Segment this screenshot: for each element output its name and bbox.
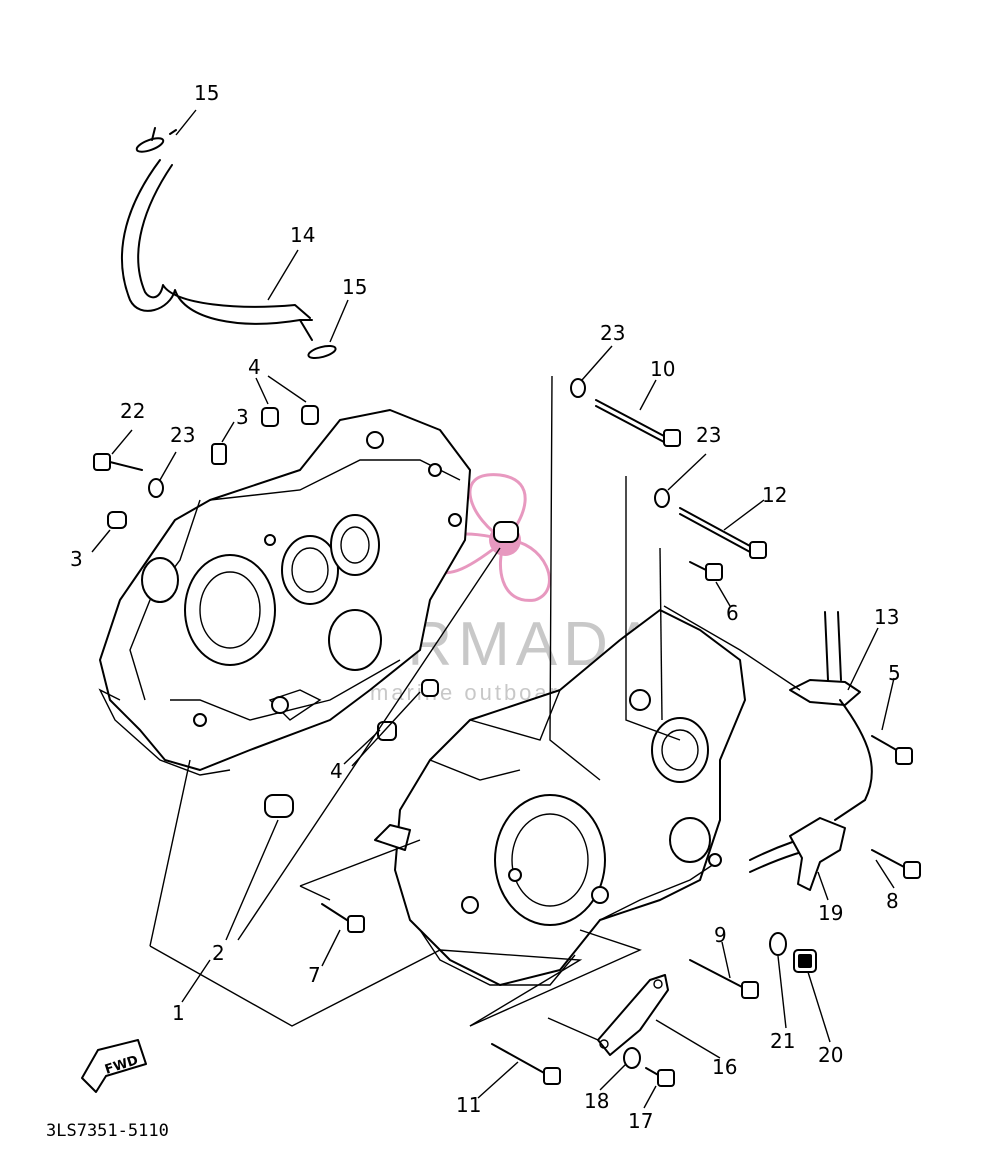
- callout-9: 9: [714, 923, 727, 947]
- hose-clip-lower: [307, 344, 337, 360]
- callout-8: 8: [886, 889, 899, 913]
- callout-4-upper: 4: [248, 355, 261, 379]
- plate-16: [597, 974, 669, 1056]
- callout-23-left: 23: [170, 423, 195, 447]
- callout-21: 21: [770, 1029, 795, 1053]
- bolt-8: [871, 849, 921, 879]
- washer-18: [623, 1047, 641, 1069]
- collar-4d: [421, 679, 439, 697]
- callout-23-mid: 23: [696, 423, 721, 447]
- callout-7: 7: [308, 963, 321, 987]
- callout-12: 12: [762, 483, 787, 507]
- washer-23b: [570, 378, 586, 398]
- plug-3b: [107, 511, 127, 529]
- crankcase-left-half: [98, 409, 471, 776]
- callout-17: 17: [628, 1109, 653, 1133]
- washer-23c: [654, 488, 670, 508]
- callout-1: 1: [172, 1001, 185, 1025]
- callout-4-lower: 4: [330, 759, 343, 783]
- callout-20: 20: [818, 1043, 843, 1067]
- bolt-9: [689, 959, 759, 999]
- callout-15-lower: 15: [342, 275, 367, 299]
- callout-22: 22: [120, 399, 145, 423]
- dowel-pin-upper: [493, 521, 519, 543]
- plug-20: [793, 949, 817, 973]
- fwd-arrow-icon: FWD: [81, 1039, 147, 1093]
- bolt-17: [645, 1067, 675, 1087]
- bolt-6: [689, 561, 723, 581]
- collar-4b: [301, 405, 319, 425]
- breather-hose: [121, 159, 313, 341]
- bolt-22: [93, 453, 143, 471]
- callout-labels: 15 14 15 4 22 3 23 3 23 10 23 12 6 13 5 …: [70, 81, 901, 1133]
- callout-2: 2: [212, 941, 225, 965]
- washer-23a: [148, 478, 164, 498]
- plug-3a: [211, 443, 227, 465]
- callout-16: 16: [712, 1055, 737, 1079]
- callout-18: 18: [584, 1089, 609, 1113]
- bolt-5: [871, 735, 913, 765]
- dowel-pin-front: [264, 794, 294, 818]
- assembly-guide-lines: [299, 375, 801, 1041]
- callout-11: 11: [456, 1093, 481, 1117]
- callout-10: 10: [650, 357, 675, 381]
- collar-4a: [261, 407, 279, 427]
- callout-13: 13: [874, 605, 899, 629]
- bolt-11: [491, 1043, 561, 1085]
- callout-5: 5: [888, 661, 901, 685]
- callout-3-left: 3: [70, 547, 83, 571]
- hose-clip-upper: [135, 127, 177, 153]
- leader-lines: [91, 109, 895, 1109]
- callout-14: 14: [290, 223, 315, 247]
- callout-23-top: 23: [600, 321, 625, 345]
- callout-15-upper: 15: [194, 81, 219, 105]
- bolt-7: [321, 903, 365, 933]
- callout-6: 6: [726, 601, 739, 625]
- bolt-12: [679, 507, 767, 559]
- callout-19: 19: [818, 901, 843, 925]
- collar-4c: [377, 721, 397, 741]
- callout-3-upper: 3: [236, 405, 249, 429]
- crankcase-right-half: [374, 609, 746, 986]
- washer-21: [769, 932, 787, 956]
- bolt-10: [595, 399, 681, 447]
- bracket-19: [789, 817, 846, 891]
- diagram-code: 3LS7351-5110: [46, 1121, 169, 1141]
